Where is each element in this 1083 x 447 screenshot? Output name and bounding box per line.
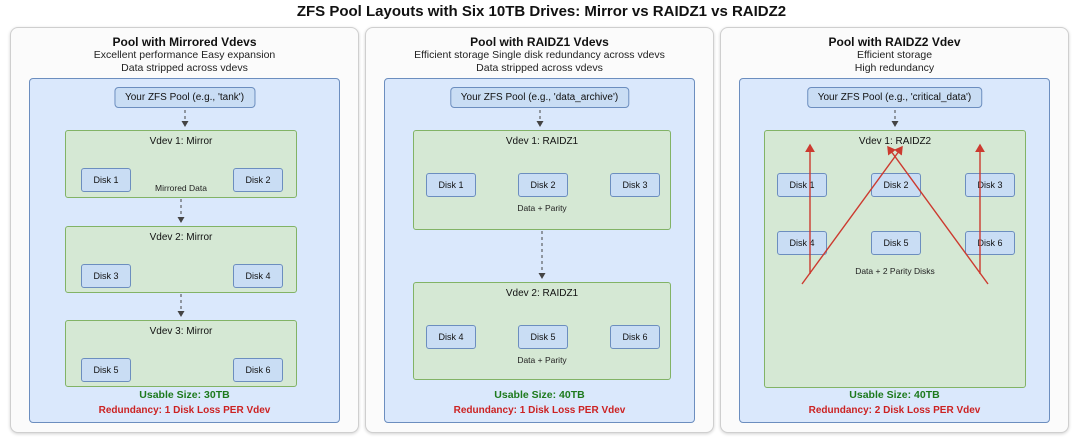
panel-subtitle-line2: Data stripped across vdevs: [121, 62, 248, 74]
pool-name-node: Your ZFS Pool (e.g., 'tank'): [113, 87, 256, 108]
redundancy-label: Redundancy: 1 Disk Loss PER Vdev: [98, 405, 271, 416]
vdev-label: Vdev 2: RAIDZ1: [505, 288, 579, 299]
usable-size-label: Usable Size: 30TB: [139, 389, 230, 401]
disk-node: Disk 4: [777, 231, 827, 255]
vdev-note: Mirrored Data: [155, 183, 207, 193]
disk-node: Disk 3: [610, 173, 660, 197]
panel-raidz2: Pool with RAIDZ2 Vdev Efficient storage …: [720, 27, 1069, 433]
disk-node: Disk 2: [518, 173, 568, 197]
vdev-note: Data + Parity: [517, 355, 567, 365]
disk-node: Disk 6: [965, 231, 1015, 255]
panel-subtitle-line2: High redundancy: [854, 62, 935, 74]
disk-node: Disk 6: [233, 358, 283, 382]
vdev-node: Vdev 2: Mirror Disk 3 Disk 4: [65, 226, 297, 293]
vdev-node: Vdev 1: RAIDZ1 Disk 1 Disk 2 Disk 3 Data…: [413, 130, 671, 230]
disk-node: Disk 3: [965, 173, 1015, 197]
vdev-note: Data + Parity: [517, 203, 567, 213]
disk-node: Disk 3: [81, 264, 131, 288]
vdev-label: Vdev 1: RAIDZ1: [505, 136, 579, 147]
panel-title: Pool with Mirrored Vdevs: [112, 35, 257, 49]
vdev-note: Data + 2 Parity Disks: [855, 266, 935, 276]
redundancy-label: Redundancy: 1 Disk Loss PER Vdev: [453, 405, 626, 416]
diagram-title: ZFS Pool Layouts with Six 10TB Drives: M…: [296, 3, 787, 20]
disk-node: Disk 4: [233, 264, 283, 288]
disk-node: Disk 4: [426, 325, 476, 349]
usable-size-label: Usable Size: 40TB: [849, 389, 940, 401]
panel-subtitle-line2: Data stripped across vdevs: [476, 62, 603, 74]
panel-subtitle-line1: Efficient storage Single disk redundancy…: [414, 49, 665, 61]
vdev-label: Vdev 1: Mirror: [149, 136, 213, 147]
pool-name-node: Your ZFS Pool (e.g., 'critical_data'): [806, 87, 983, 108]
disk-node: Disk 6: [610, 325, 660, 349]
pool-container: Your ZFS Pool (e.g., 'tank') Vdev 1: Mir…: [29, 78, 340, 423]
vdev-node: Vdev 1: Mirror Disk 1 Disk 2 Mirrored Da…: [65, 130, 297, 198]
disk-node: Disk 2: [233, 168, 283, 192]
disk-node: Disk 1: [81, 168, 131, 192]
disk-node: Disk 5: [81, 358, 131, 382]
panel-subtitle-line1: Excellent performance Easy expansion: [93, 49, 276, 61]
panel-title: Pool with RAIDZ1 Vdevs: [470, 35, 609, 49]
disk-node: Disk 5: [871, 231, 921, 255]
disk-node: Disk 1: [777, 173, 827, 197]
disk-node: Disk 2: [871, 173, 921, 197]
pool-container: Vdev 1: RAIDZ2 Disk 1 Disk 2 Disk 3 Disk…: [739, 78, 1050, 423]
panel-title: Pool with RAIDZ2 Vdev: [828, 35, 961, 49]
vdev-node: Vdev 2: RAIDZ1 Disk 4 Disk 5 Disk 6 Data…: [413, 282, 671, 380]
pool-name-node: Your ZFS Pool (e.g., 'data_archive'): [449, 87, 630, 108]
vdev-label: Vdev 2: Mirror: [149, 232, 213, 243]
disk-node: Disk 1: [426, 173, 476, 197]
panel-mirror: Pool with Mirrored Vdevs Excellent perfo…: [10, 27, 359, 433]
redundancy-label: Redundancy: 2 Disk Loss PER Vdev: [808, 405, 981, 416]
panel-raidz1: Pool with RAIDZ1 Vdevs Efficient storage…: [365, 27, 714, 433]
vdev-node: Vdev 1: RAIDZ2 Disk 1 Disk 2 Disk 3 Disk…: [764, 130, 1026, 388]
vdev-label: Vdev 1: RAIDZ2: [858, 136, 932, 147]
disk-node: Disk 5: [518, 325, 568, 349]
vdev-label: Vdev 3: Mirror: [149, 326, 213, 337]
pool-container: Your ZFS Pool (e.g., 'data_archive') Vde…: [384, 78, 695, 423]
usable-size-label: Usable Size: 40TB: [494, 389, 585, 401]
vdev-node: Vdev 3: Mirror Disk 5 Disk 6: [65, 320, 297, 387]
panel-subtitle-line1: Efficient storage: [856, 49, 933, 61]
